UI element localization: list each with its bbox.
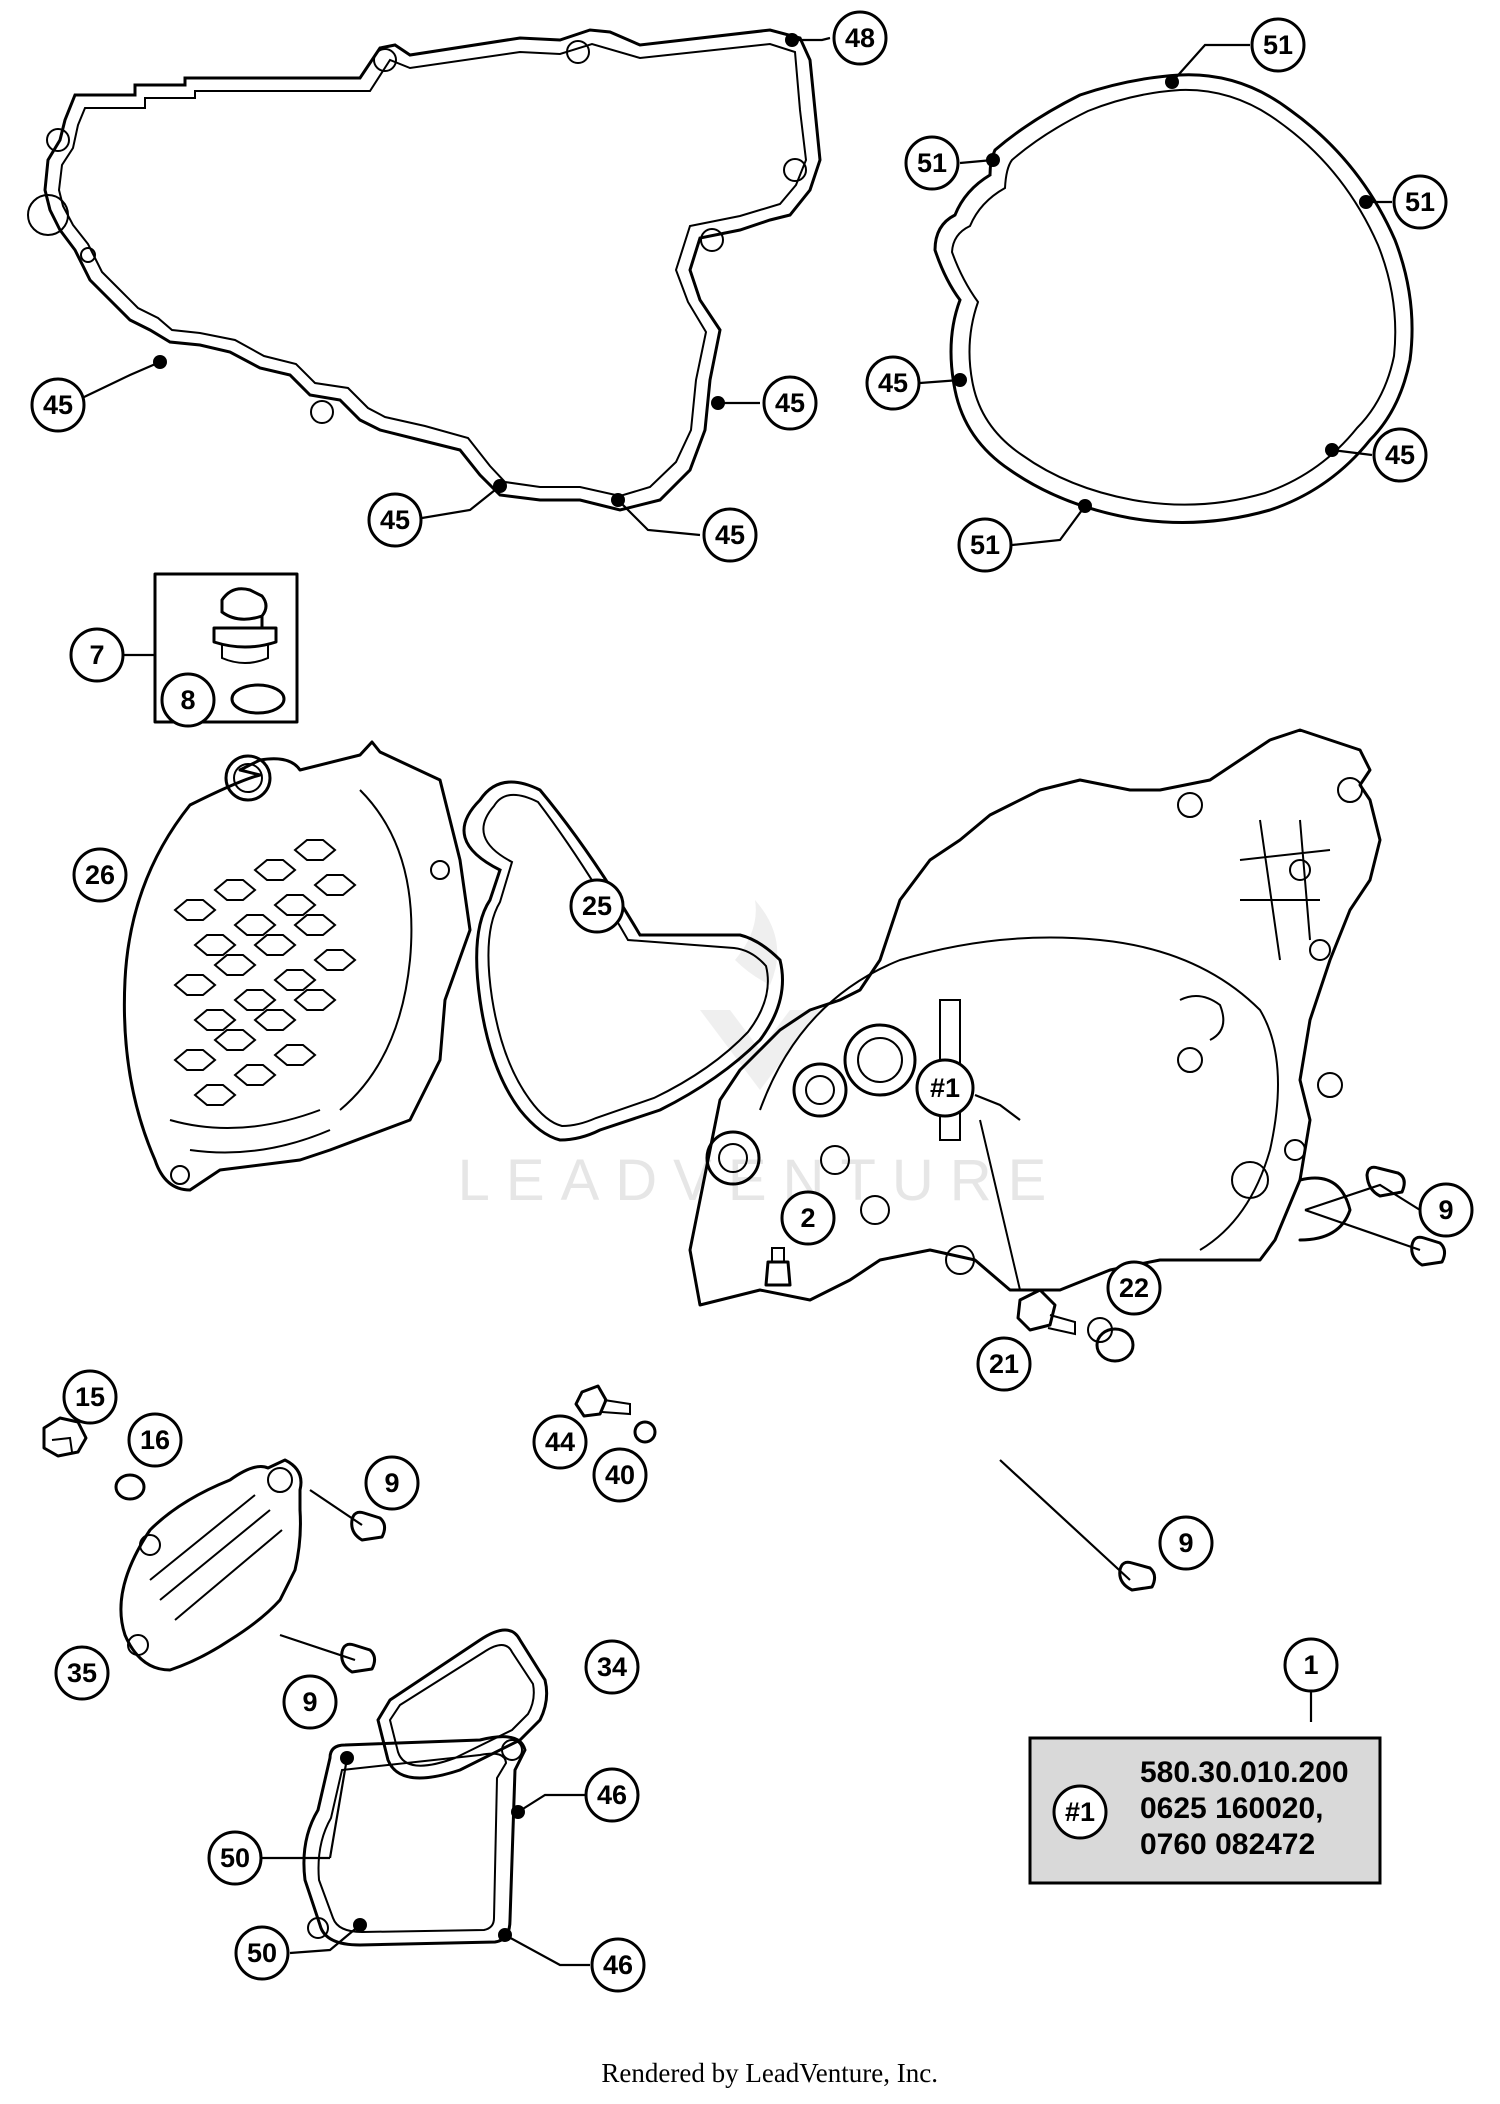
svg-text:50: 50 xyxy=(220,1843,250,1873)
callout-16[interactable]: 16 xyxy=(127,1412,183,1468)
washer-40 xyxy=(633,1420,657,1444)
gasket-ring-22 xyxy=(1095,1327,1135,1363)
callout-46-bottom[interactable]: 46 xyxy=(590,1937,646,1993)
callout-44[interactable]: 44 xyxy=(532,1414,588,1470)
callout-35[interactable]: 35 xyxy=(54,1645,110,1701)
callout-51-top[interactable]: 51 xyxy=(1250,17,1306,73)
watermark-text: LEADVENTURE xyxy=(458,1148,1063,1213)
svg-text:16: 16 xyxy=(140,1425,170,1455)
svg-text:50: 50 xyxy=(247,1938,277,1968)
svg-text:#1: #1 xyxy=(1065,1797,1095,1827)
svg-text:9: 9 xyxy=(302,1687,317,1717)
callout-9-case-bottom[interactable]: 9 xyxy=(1158,1515,1214,1571)
callout-7[interactable]: 7 xyxy=(69,627,125,683)
callout-26[interactable]: 26 xyxy=(72,847,128,903)
svg-text:46: 46 xyxy=(597,1780,627,1810)
svg-text:48: 48 xyxy=(845,23,875,53)
watermark: LEADVENTURE xyxy=(458,900,1063,1213)
callout-ref-1-in-box: #1 xyxy=(1052,1784,1108,1840)
callout-34[interactable]: 34 xyxy=(584,1639,640,1695)
callout-1[interactable]: 1 xyxy=(1283,1637,1339,1693)
ignition-cover-gasket-51 xyxy=(933,73,1414,524)
seal-ring-16 xyxy=(114,1473,146,1501)
svg-text:51: 51 xyxy=(1405,187,1435,217)
svg-text:45: 45 xyxy=(43,390,73,420)
callout-15[interactable]: 15 xyxy=(62,1369,118,1425)
svg-text:45: 45 xyxy=(1385,440,1415,470)
callout-50-bottom[interactable]: 50 xyxy=(234,1925,290,1981)
callout-8[interactable]: 8 xyxy=(160,672,216,728)
callout-45-ignition-left[interactable]: 45 xyxy=(865,355,921,411)
svg-text:7: 7 xyxy=(89,640,104,670)
callout-46-top[interactable]: 46 xyxy=(584,1767,640,1823)
svg-text:9: 9 xyxy=(384,1468,399,1498)
clutch-cover-inner-1 xyxy=(688,728,1382,1343)
svg-text:22: 22 xyxy=(1119,1273,1149,1303)
callout-51-right[interactable]: 51 xyxy=(1392,174,1448,230)
callout-50-top[interactable]: 50 xyxy=(207,1830,263,1886)
callout-45-left[interactable]: 45 xyxy=(30,377,86,433)
callout-45-bottom-left[interactable]: 45 xyxy=(367,492,423,548)
clutch-cover-gasket-25 xyxy=(462,780,784,1142)
svg-text:51: 51 xyxy=(917,148,947,178)
svg-text:45: 45 xyxy=(878,368,908,398)
svg-text:35: 35 xyxy=(67,1658,97,1688)
screw-2 xyxy=(764,1247,792,1287)
callout-45-right[interactable]: 45 xyxy=(762,375,818,431)
callout-9-top-right[interactable]: 9 xyxy=(1418,1182,1474,1238)
callout-9-pump-bottom[interactable]: 9 xyxy=(282,1674,338,1730)
callout-40[interactable]: 40 xyxy=(592,1447,648,1503)
svg-text:8: 8 xyxy=(180,685,195,715)
svg-text:15: 15 xyxy=(75,1382,105,1412)
svg-text:26: 26 xyxy=(85,860,115,890)
svg-text:1: 1 xyxy=(1303,1650,1318,1680)
svg-text:9: 9 xyxy=(1438,1195,1453,1225)
callout-21[interactable]: 21 xyxy=(976,1336,1032,1392)
svg-text:45: 45 xyxy=(775,388,805,418)
svg-text:45: 45 xyxy=(715,520,745,550)
callout-ref-1[interactable]: #1 xyxy=(915,1058,975,1118)
part-number-line-3: 0760 082472 xyxy=(1140,1828,1315,1861)
svg-text:44: 44 xyxy=(545,1427,575,1457)
svg-text:51: 51 xyxy=(970,530,1000,560)
crankcase-gasket-48 xyxy=(27,28,822,512)
part-number-line-1: 580.30.010.200 xyxy=(1140,1756,1349,1789)
footer-credit: Rendered by LeadVenture, Inc. xyxy=(601,2058,938,2088)
plug-15 xyxy=(42,1416,88,1458)
svg-text:40: 40 xyxy=(605,1460,635,1490)
svg-text:34: 34 xyxy=(597,1652,627,1682)
svg-text:#1: #1 xyxy=(930,1073,960,1103)
leader-lines xyxy=(81,36,1421,1967)
svg-text:46: 46 xyxy=(603,1950,633,1980)
svg-text:45: 45 xyxy=(380,505,410,535)
svg-text:51: 51 xyxy=(1263,30,1293,60)
oil-plug-kit-7 xyxy=(153,572,299,724)
svg-text:21: 21 xyxy=(989,1349,1019,1379)
water-pump-cover-35 xyxy=(119,1458,303,1672)
callout-45-ignition-right[interactable]: 45 xyxy=(1372,427,1428,483)
part-number-box: #1 580.30.010.200 0625 160020, 0760 0824… xyxy=(1028,1736,1382,1885)
hex-vent-grille xyxy=(173,839,357,1106)
clutch-cover-outer-26 xyxy=(122,740,472,1192)
plug-21 xyxy=(1016,1288,1076,1336)
svg-text:25: 25 xyxy=(582,891,612,921)
callout-25[interactable]: 25 xyxy=(569,878,625,934)
callout-51-left[interactable]: 51 xyxy=(904,135,960,191)
callout-22[interactable]: 22 xyxy=(1106,1260,1162,1316)
callout-48[interactable]: 48 xyxy=(832,10,888,66)
callout-9-pump-top[interactable]: 9 xyxy=(364,1455,420,1511)
dowel-pins-9 xyxy=(340,1165,1447,1674)
svg-text:2: 2 xyxy=(800,1203,815,1233)
callout-45-bottom-right[interactable]: 45 xyxy=(702,507,758,563)
callout-2[interactable]: 2 xyxy=(780,1190,836,1246)
water-pump-gasket-50-46 xyxy=(302,1735,527,1947)
part-number-line-2: 0625 160020, xyxy=(1140,1792,1324,1825)
svg-text:9: 9 xyxy=(1178,1528,1193,1558)
screw-44 xyxy=(574,1384,631,1418)
callout-51-bottom[interactable]: 51 xyxy=(957,517,1013,573)
